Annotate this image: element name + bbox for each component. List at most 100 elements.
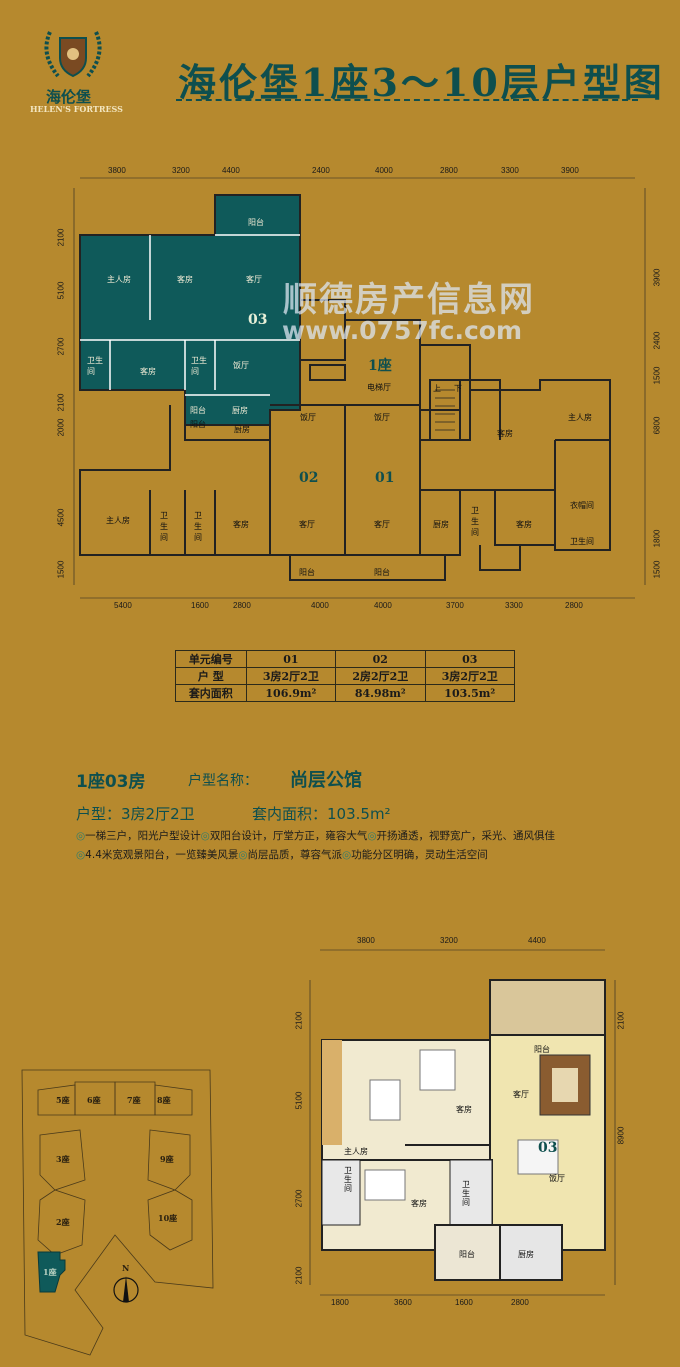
room-label: 客房 [177,275,193,284]
bullet-icon: ◎ [238,849,248,861]
bullet-icon: ◎ [200,830,210,842]
dim-left: 2100 [56,228,66,247]
dim-right: 3900 [652,268,662,287]
site-building-label: 2座 [56,1217,70,1227]
room-label: 主人房 [568,413,592,422]
room-label: 厨房 [234,425,250,434]
unit-summary-table: 单元编号 01 02 03 户 型 3房2厅2卫 2房2厅2卫 3房2厅2卫 套… [175,650,516,702]
dim-bottom: 3700 [446,601,464,610]
dim-left: 2000 [56,418,66,437]
dim-left: 2700 [56,337,66,356]
floor-plan-unit-03 [309,949,616,1296]
unit-number-01: 01 [375,470,395,486]
logo-english: HELEN'S FORTRESS [30,104,123,114]
bullet-icon: ◎ [342,849,352,861]
room-label: 饭厅 [300,413,316,422]
dim-bottom: 2800 [233,601,251,610]
dim-right: 8900 [616,1126,626,1145]
dim-top: 3200 [440,936,458,945]
room-label: 阳台 [248,218,264,227]
dim-top: 3900 [561,166,579,175]
table-cell: 套内面积 [175,684,247,702]
room-label: 客厅 [246,275,262,284]
table-header-row: 单元编号 01 02 03 [175,650,516,668]
dim-top: 2400 [312,166,330,175]
room-label: 阳台 [299,568,315,577]
layout-name: 尚层公馆 [290,770,362,791]
room-label: 卫生间 [462,1180,470,1207]
room-label: 厨房 [232,406,248,415]
page-title: 海伦堡1座3～10层户型图 [178,60,665,105]
logo-emblem-icon [44,31,102,78]
dim-bottom: 2800 [565,601,583,610]
dim-top: 3800 [357,936,375,945]
dim-bottom: 1800 [331,1298,349,1307]
dim-left: 2100 [294,1011,304,1030]
site-building-label: 6座 [87,1095,101,1105]
room-label: 阳台 [534,1045,550,1054]
room-label: 客房 [233,520,249,529]
room-label: 客厅 [374,520,390,529]
dim-right: 2100 [616,1011,626,1030]
room-label: 卫生间 [344,1166,352,1193]
bullet-icon: ◎ [76,849,86,861]
dim-right: 1500 [652,366,662,385]
dim-right: 2400 [652,331,662,350]
room-label: 衣帽间 [570,501,594,510]
site-building-label: 9座 [160,1154,174,1164]
dim-top: 3800 [108,166,126,175]
table-row: 户 型 3房2厅2卫 2房2厅2卫 3房2厅2卫 [175,667,516,685]
room-label: 饭厅 [374,413,390,422]
feature-item: 开扬通透，视野宽广，采光、通风俱佳 [376,830,556,842]
site-building-label: 7座 [127,1095,141,1105]
dim-bottom: 4000 [374,601,392,610]
unit-number-02: 02 [299,470,319,486]
table-header-cell: 02 [335,650,426,668]
layout-type: 户型：3房2厅2卫 [76,805,195,823]
table-header-cell: 03 [424,650,516,668]
building-label: 1座 [368,358,392,374]
watermark-text: 顺德房产信息网 [283,280,535,320]
room-label: 主人房 [107,275,131,284]
north-label: N [122,1263,130,1273]
room-label: 卫生间 [87,356,103,376]
table-cell: 84.98m² [335,684,426,702]
features-line-2: ◎4.4米宽观景阳台，一览臻美风景◎尚层品质，尊容气派◎功能分区明确，灵动生活空… [76,847,488,862]
features-line-1: ◎一梯三户，阳光户型设计◎双阳台设计，厅堂方正，雍容大气◎开扬通透，视野宽广，采… [76,828,555,843]
dim-left: 1500 [56,560,66,579]
dim-left: 4500 [56,508,66,527]
dim-top: 3300 [501,166,519,175]
dim-bottom: 5400 [114,601,132,610]
room-label: 客房 [456,1105,472,1114]
room-label: 卫生间 [194,511,202,542]
dim-top: 2800 [440,166,458,175]
room-label: 卫生间 [570,537,594,546]
room-label: 客房 [516,520,532,529]
table-cell: 户 型 [175,667,247,685]
dim-right: 1800 [652,529,662,548]
dim-left: 2100 [294,1266,304,1285]
room-label: 卫生间 [191,356,207,376]
feature-item: 尚层品质，尊容气派 [247,849,343,861]
room-label: 电梯厅 [367,383,391,392]
bullet-icon: ◎ [76,830,86,842]
room-label: 主人房 [344,1147,368,1156]
room-label: 阳台 [459,1250,475,1259]
dim-right: 6800 [652,416,662,435]
room-label: 主人房 [106,516,130,525]
room-label: 阳台 [190,420,206,429]
dim-bottom: 3300 [505,601,523,610]
dim-left: 5100 [294,1091,304,1110]
unit-number-03: 03 [248,312,268,328]
dim-bottom: 2800 [511,1298,529,1307]
room-label: 客房 [140,367,156,376]
table-cell: 3房2厅2卫 [424,667,516,685]
room-label: 客厅 [299,520,315,529]
unit-03-highlight [79,194,301,426]
table-row: 套内面积 106.9m² 84.98m² 103.5m² [175,684,516,702]
layout-name-label: 户型名称： [188,773,258,789]
dim-top: 4400 [222,166,240,175]
unit-heading: 1座03房 [76,772,146,792]
room-label: 客房 [411,1199,427,1208]
room-label: 阳台 [190,406,206,415]
